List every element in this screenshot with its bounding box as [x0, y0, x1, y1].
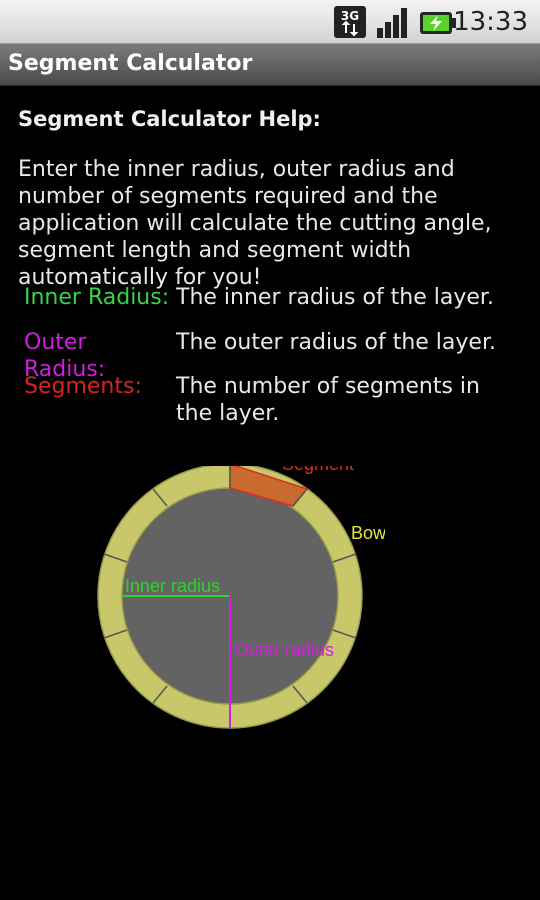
- segment-diagram: Inner radius Outer radius Segment Bowl l…: [97, 466, 385, 729]
- help-content: Segment Calculator Help: Enter the inner…: [0, 86, 540, 900]
- inner-radius-label: Inner radius: [125, 576, 220, 596]
- status-bar: 3G 13:33: [0, 0, 540, 44]
- definition-description: The inner radius of the layer.: [176, 285, 494, 310]
- app-title: Segment Calculator: [8, 51, 253, 76]
- battery-charging-icon: [420, 12, 456, 34]
- segment-label: Segment: [282, 466, 354, 474]
- status-time: 13:33: [453, 7, 528, 37]
- bowl-layer-label: Bowl layer: [351, 523, 385, 543]
- definition-term: Inner Radius:: [24, 285, 170, 310]
- network-3g-icon: 3G: [334, 6, 366, 38]
- network-label: 3G: [341, 9, 359, 23]
- signal-strength-icon: [377, 8, 407, 38]
- definition-description: The number of segments in the layer.: [176, 374, 480, 426]
- help-intro: Enter the inner radius, outer radius and…: [18, 157, 492, 290]
- definition-description: The outer radius of the layer.: [176, 330, 496, 355]
- help-heading: Segment Calculator Help:: [18, 107, 321, 131]
- segment-dividers: [103, 466, 357, 728]
- outer-radius-label: Outer radius: [235, 640, 334, 660]
- app-title-bar: Segment Calculator: [0, 44, 540, 86]
- definition-term: Segments:: [24, 374, 142, 399]
- definition-term: Outer Radius:: [24, 330, 106, 382]
